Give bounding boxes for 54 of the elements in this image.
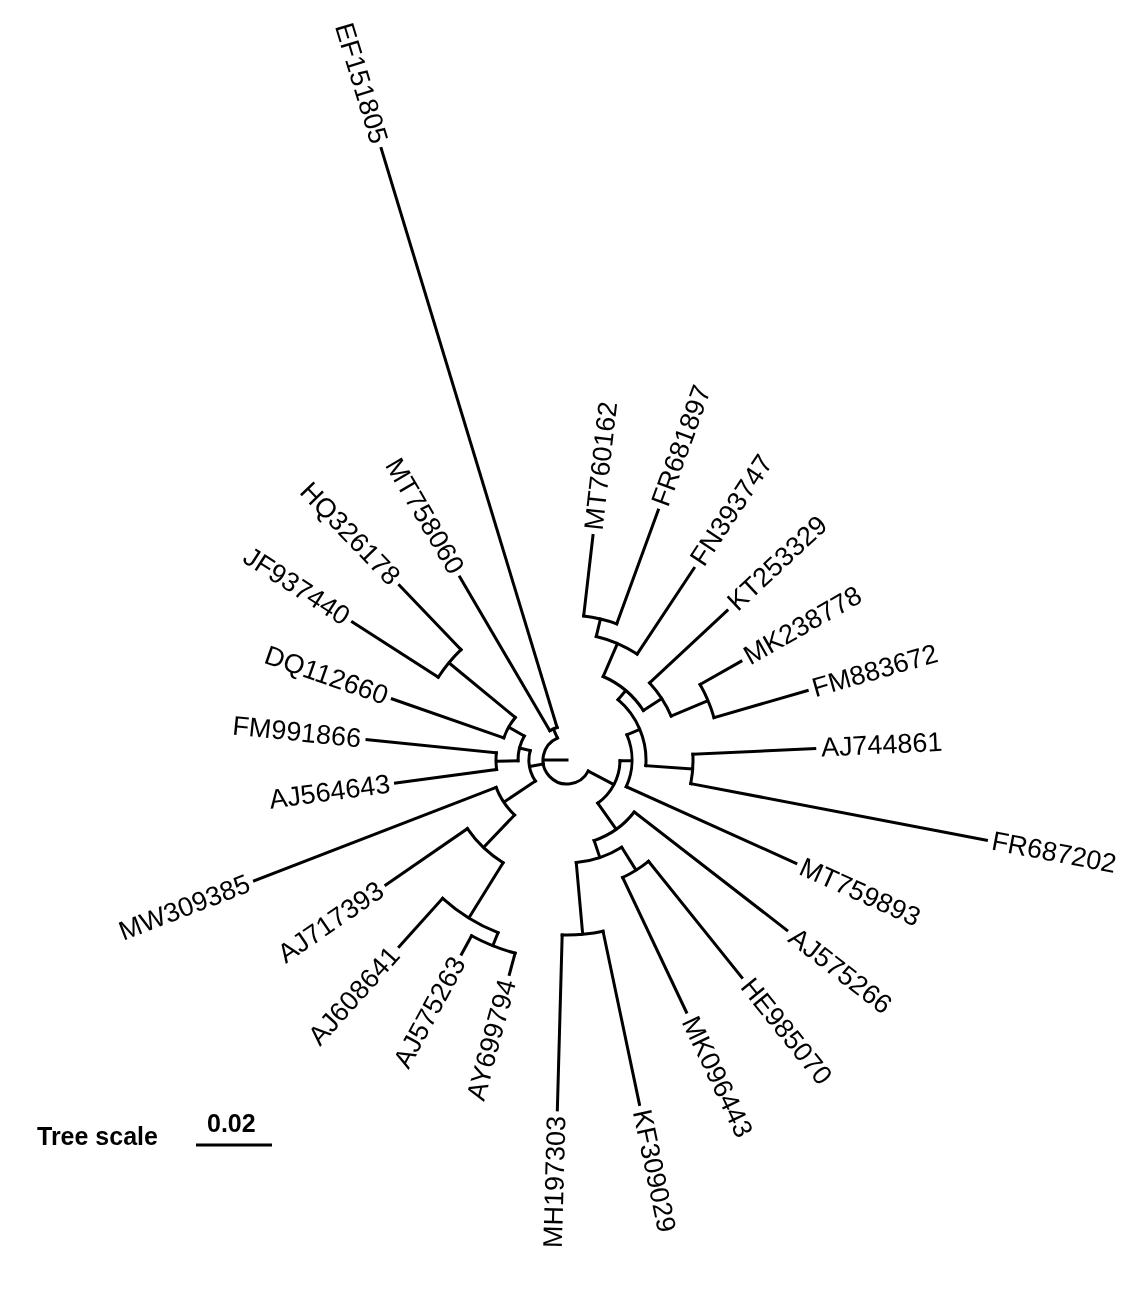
- tree-branch: [548, 725, 559, 740]
- tree-branch: [689, 782, 988, 842]
- tree-branch: [615, 508, 660, 626]
- tree-branch: [582, 534, 595, 618]
- tree-branch: [635, 566, 696, 656]
- tree-branch: [470, 931, 517, 955]
- taxon-label: AJ564643: [267, 770, 392, 814]
- scale-title: Tree scale: [37, 1124, 158, 1149]
- tree-branch: [712, 689, 809, 720]
- tree-branch: [494, 751, 520, 771]
- tree-branch: [646, 859, 744, 979]
- tree-branch: [555, 933, 564, 1112]
- tree-branch: [582, 614, 619, 638]
- tree-branch: [397, 896, 445, 949]
- tree-branch: [618, 733, 634, 789]
- taxon-label: KF309029: [627, 1107, 680, 1236]
- tree-branch: [441, 861, 505, 935]
- tree-branch: [601, 929, 641, 1106]
- tree-branch: [379, 147, 559, 729]
- tree-branch: [394, 767, 499, 785]
- tree-branch: [641, 681, 673, 718]
- tree-branch: [669, 683, 716, 720]
- tree-branch: [465, 813, 517, 865]
- tree-branch: [507, 951, 517, 976]
- tree-branch: [502, 715, 526, 740]
- tree-branch: [460, 934, 474, 956]
- tree-branch: [397, 583, 463, 652]
- tree-branch: [516, 734, 532, 763]
- tree-branch: [436, 648, 517, 719]
- tree-branch: [698, 659, 743, 686]
- tree-branch: [586, 759, 622, 805]
- tree-branch: [350, 620, 440, 679]
- tree-branch: [648, 609, 729, 685]
- tree-branch: [365, 738, 498, 755]
- taxon-label: MH197303: [540, 1115, 571, 1249]
- tree-branch: [632, 810, 789, 932]
- taxon-label: FM991866: [231, 712, 363, 753]
- tree-branch: [624, 785, 798, 865]
- tree-branch: [592, 801, 636, 843]
- tree-branch: [527, 749, 545, 783]
- tree-branch: [390, 697, 506, 740]
- tree-branch: [494, 779, 537, 817]
- taxon-label: AJ744861: [820, 729, 943, 762]
- tree-branch: [384, 827, 469, 887]
- taxon-label: MT760162: [580, 399, 622, 532]
- tree-branch: [253, 785, 498, 883]
- tree-branch: [541, 736, 590, 786]
- tree-branch: [620, 845, 650, 879]
- tree-branch: [458, 575, 552, 733]
- tree-branch: [621, 876, 688, 1014]
- tree-branch: [691, 747, 817, 756]
- tree-branch: [601, 675, 645, 713]
- taxon-label: FR687202: [989, 828, 1119, 879]
- scale-value: 0.02: [207, 1111, 256, 1136]
